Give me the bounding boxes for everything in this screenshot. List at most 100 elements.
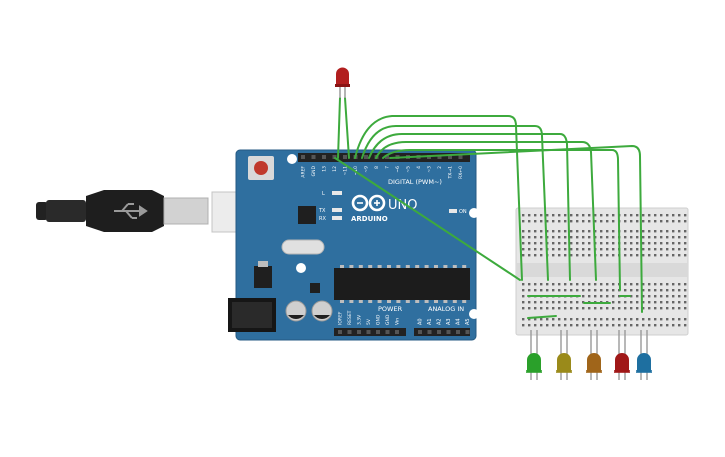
breadboard-hole[interactable] [624,242,627,245]
jumper-wires[interactable] [334,97,643,319]
breadboard-hole[interactable] [648,295,651,298]
breadboard-hole[interactable] [600,283,603,286]
breadboard-hole[interactable] [540,214,543,217]
breadboard-hole[interactable] [564,248,567,251]
breadboard-hole[interactable] [672,254,675,257]
breadboard-hole[interactable] [564,301,567,304]
breadboard-hole[interactable] [576,230,579,233]
breadboard-hole[interactable] [576,307,579,310]
breadboard-hole[interactable] [522,254,525,257]
header-pin[interactable] [385,330,390,334]
breadboard-hole[interactable] [648,301,651,304]
header-pin[interactable] [332,155,337,159]
breadboard-hole[interactable] [654,242,657,245]
breadboard-hole[interactable] [552,242,555,245]
breadboard-hole[interactable] [648,236,651,239]
header-pin[interactable] [376,330,380,334]
breadboard-hole[interactable] [522,220,525,223]
breadboard-hole[interactable] [546,318,549,321]
breadboard-hole[interactable] [660,248,663,251]
breadboard-hole[interactable] [642,283,645,286]
breadboard-hole[interactable] [630,254,633,257]
breadboard-hole[interactable] [540,248,543,251]
jumper-wire[interactable] [337,97,341,159]
breadboard-hole[interactable] [600,254,603,257]
breadboard-hole[interactable] [546,307,549,310]
breadboard-hole[interactable] [654,220,657,223]
breadboard-hole[interactable] [606,283,609,286]
led-blue[interactable] [636,330,652,380]
header-pin[interactable] [456,330,460,334]
breadboard-hole[interactable] [582,307,585,310]
breadboard-hole[interactable] [654,301,657,304]
breadboard-hole[interactable] [576,301,579,304]
breadboard-hole[interactable] [618,301,621,304]
breadboard-hole[interactable] [582,254,585,257]
breadboard-hole[interactable] [654,289,657,292]
breadboard-hole[interactable] [660,318,663,321]
breadboard-hole[interactable] [678,283,681,286]
breadboard-hole[interactable] [528,324,531,327]
breadboard-hole[interactable] [672,307,675,310]
breadboard-hole[interactable] [684,307,687,310]
breadboard-hole[interactable] [570,248,573,251]
breadboard-hole[interactable] [528,214,531,217]
breadboard-hole[interactable] [582,220,585,223]
breadboard-hole[interactable] [624,324,627,327]
header-pin[interactable] [458,155,463,159]
breadboard-hole[interactable] [534,242,537,245]
jumper-wire[interactable] [382,149,621,291]
breadboard-hole[interactable] [672,214,675,217]
breadboard-hole[interactable] [684,295,687,298]
breadboard-hole[interactable] [612,289,615,292]
breadboard-hole[interactable] [594,220,597,223]
breadboard-hole[interactable] [540,283,543,286]
breadboard-hole[interactable] [618,324,621,327]
jumper-wire[interactable] [527,315,557,319]
breadboard-hole[interactable] [558,307,561,310]
breadboard-hole[interactable] [678,230,681,233]
breadboard-hole[interactable] [660,242,663,245]
breadboard-hole[interactable] [522,324,525,327]
breadboard-hole[interactable] [666,318,669,321]
breadboard-hole[interactable] [624,236,627,239]
breadboard-hole[interactable] [528,248,531,251]
breadboard-hole[interactable] [636,283,639,286]
breadboard-hole[interactable] [582,324,585,327]
breadboard-hole[interactable] [570,242,573,245]
breadboard-hole[interactable] [588,283,591,286]
breadboard-hole[interactable] [606,220,609,223]
breadboard-hole[interactable] [522,236,525,239]
breadboard-hole[interactable] [648,230,651,233]
breadboard-hole[interactable] [654,283,657,286]
breadboard-hole[interactable] [678,301,681,304]
breadboard-hole[interactable] [672,318,675,321]
breadboard-hole[interactable] [660,324,663,327]
breadboard-hole[interactable] [570,283,573,286]
breadboard-hole[interactable] [522,248,525,251]
breadboard-hole[interactable] [660,283,663,286]
breadboard-hole[interactable] [636,324,639,327]
breadboard-hole[interactable] [636,318,639,321]
breadboard-hole[interactable] [684,289,687,292]
breadboard-hole[interactable] [546,220,549,223]
breadboard-hole[interactable] [600,307,603,310]
header-pin[interactable] [427,330,432,334]
breadboard-hole[interactable] [600,236,603,239]
breadboard-hole[interactable] [582,318,585,321]
breadboard-hole[interactable] [684,248,687,251]
breadboard-hole[interactable] [654,236,657,239]
header-pin[interactable] [347,330,352,334]
breadboard-hole[interactable] [540,307,543,310]
breadboard-hole[interactable] [684,220,687,223]
breadboard-hole[interactable] [636,236,639,239]
breadboard-hole[interactable] [528,301,531,304]
breadboard-hole[interactable] [684,301,687,304]
breadboard-hole[interactable] [612,307,615,310]
breadboard-hole[interactable] [528,318,531,321]
breadboard-hole[interactable] [666,230,669,233]
breadboard-hole[interactable] [564,324,567,327]
breadboard-hole[interactable] [606,214,609,217]
breadboard-hole[interactable] [570,324,573,327]
header-pin[interactable] [366,330,371,334]
